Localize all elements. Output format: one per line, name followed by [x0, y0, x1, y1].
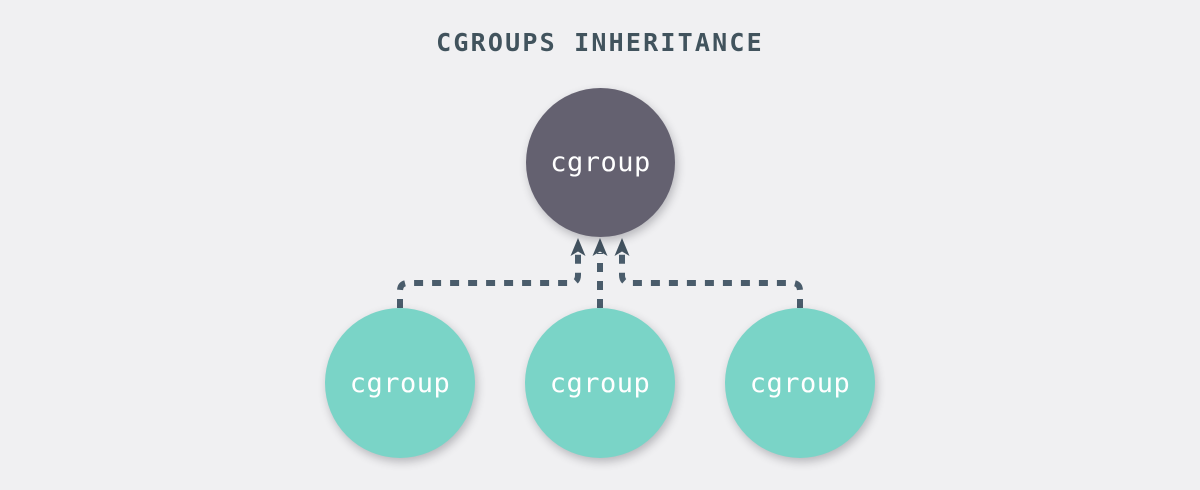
node-child-1-label: cgroup [349, 367, 451, 399]
arrowhead-middle-icon [592, 238, 608, 256]
node-child-2-label: cgroup [549, 367, 651, 399]
edge-child-1-to-parent [397, 253, 581, 308]
node-child-3-label: cgroup [749, 367, 851, 399]
node-child-cgroup-2[interactable]: cgroup [525, 308, 675, 458]
arrowhead-group [570, 238, 630, 256]
node-parent-cgroup[interactable]: cgroup [526, 88, 675, 237]
node-parent-label: cgroup [550, 147, 651, 178]
arrowhead-right-icon [614, 238, 630, 256]
edge-child-3-to-parent [619, 253, 803, 308]
page-title: CGROUPS INHERITANCE [436, 28, 764, 57]
node-child-cgroup-1[interactable]: cgroup [325, 308, 475, 458]
arrowhead-left-icon [570, 238, 586, 256]
node-child-cgroup-3[interactable]: cgroup [725, 308, 875, 458]
